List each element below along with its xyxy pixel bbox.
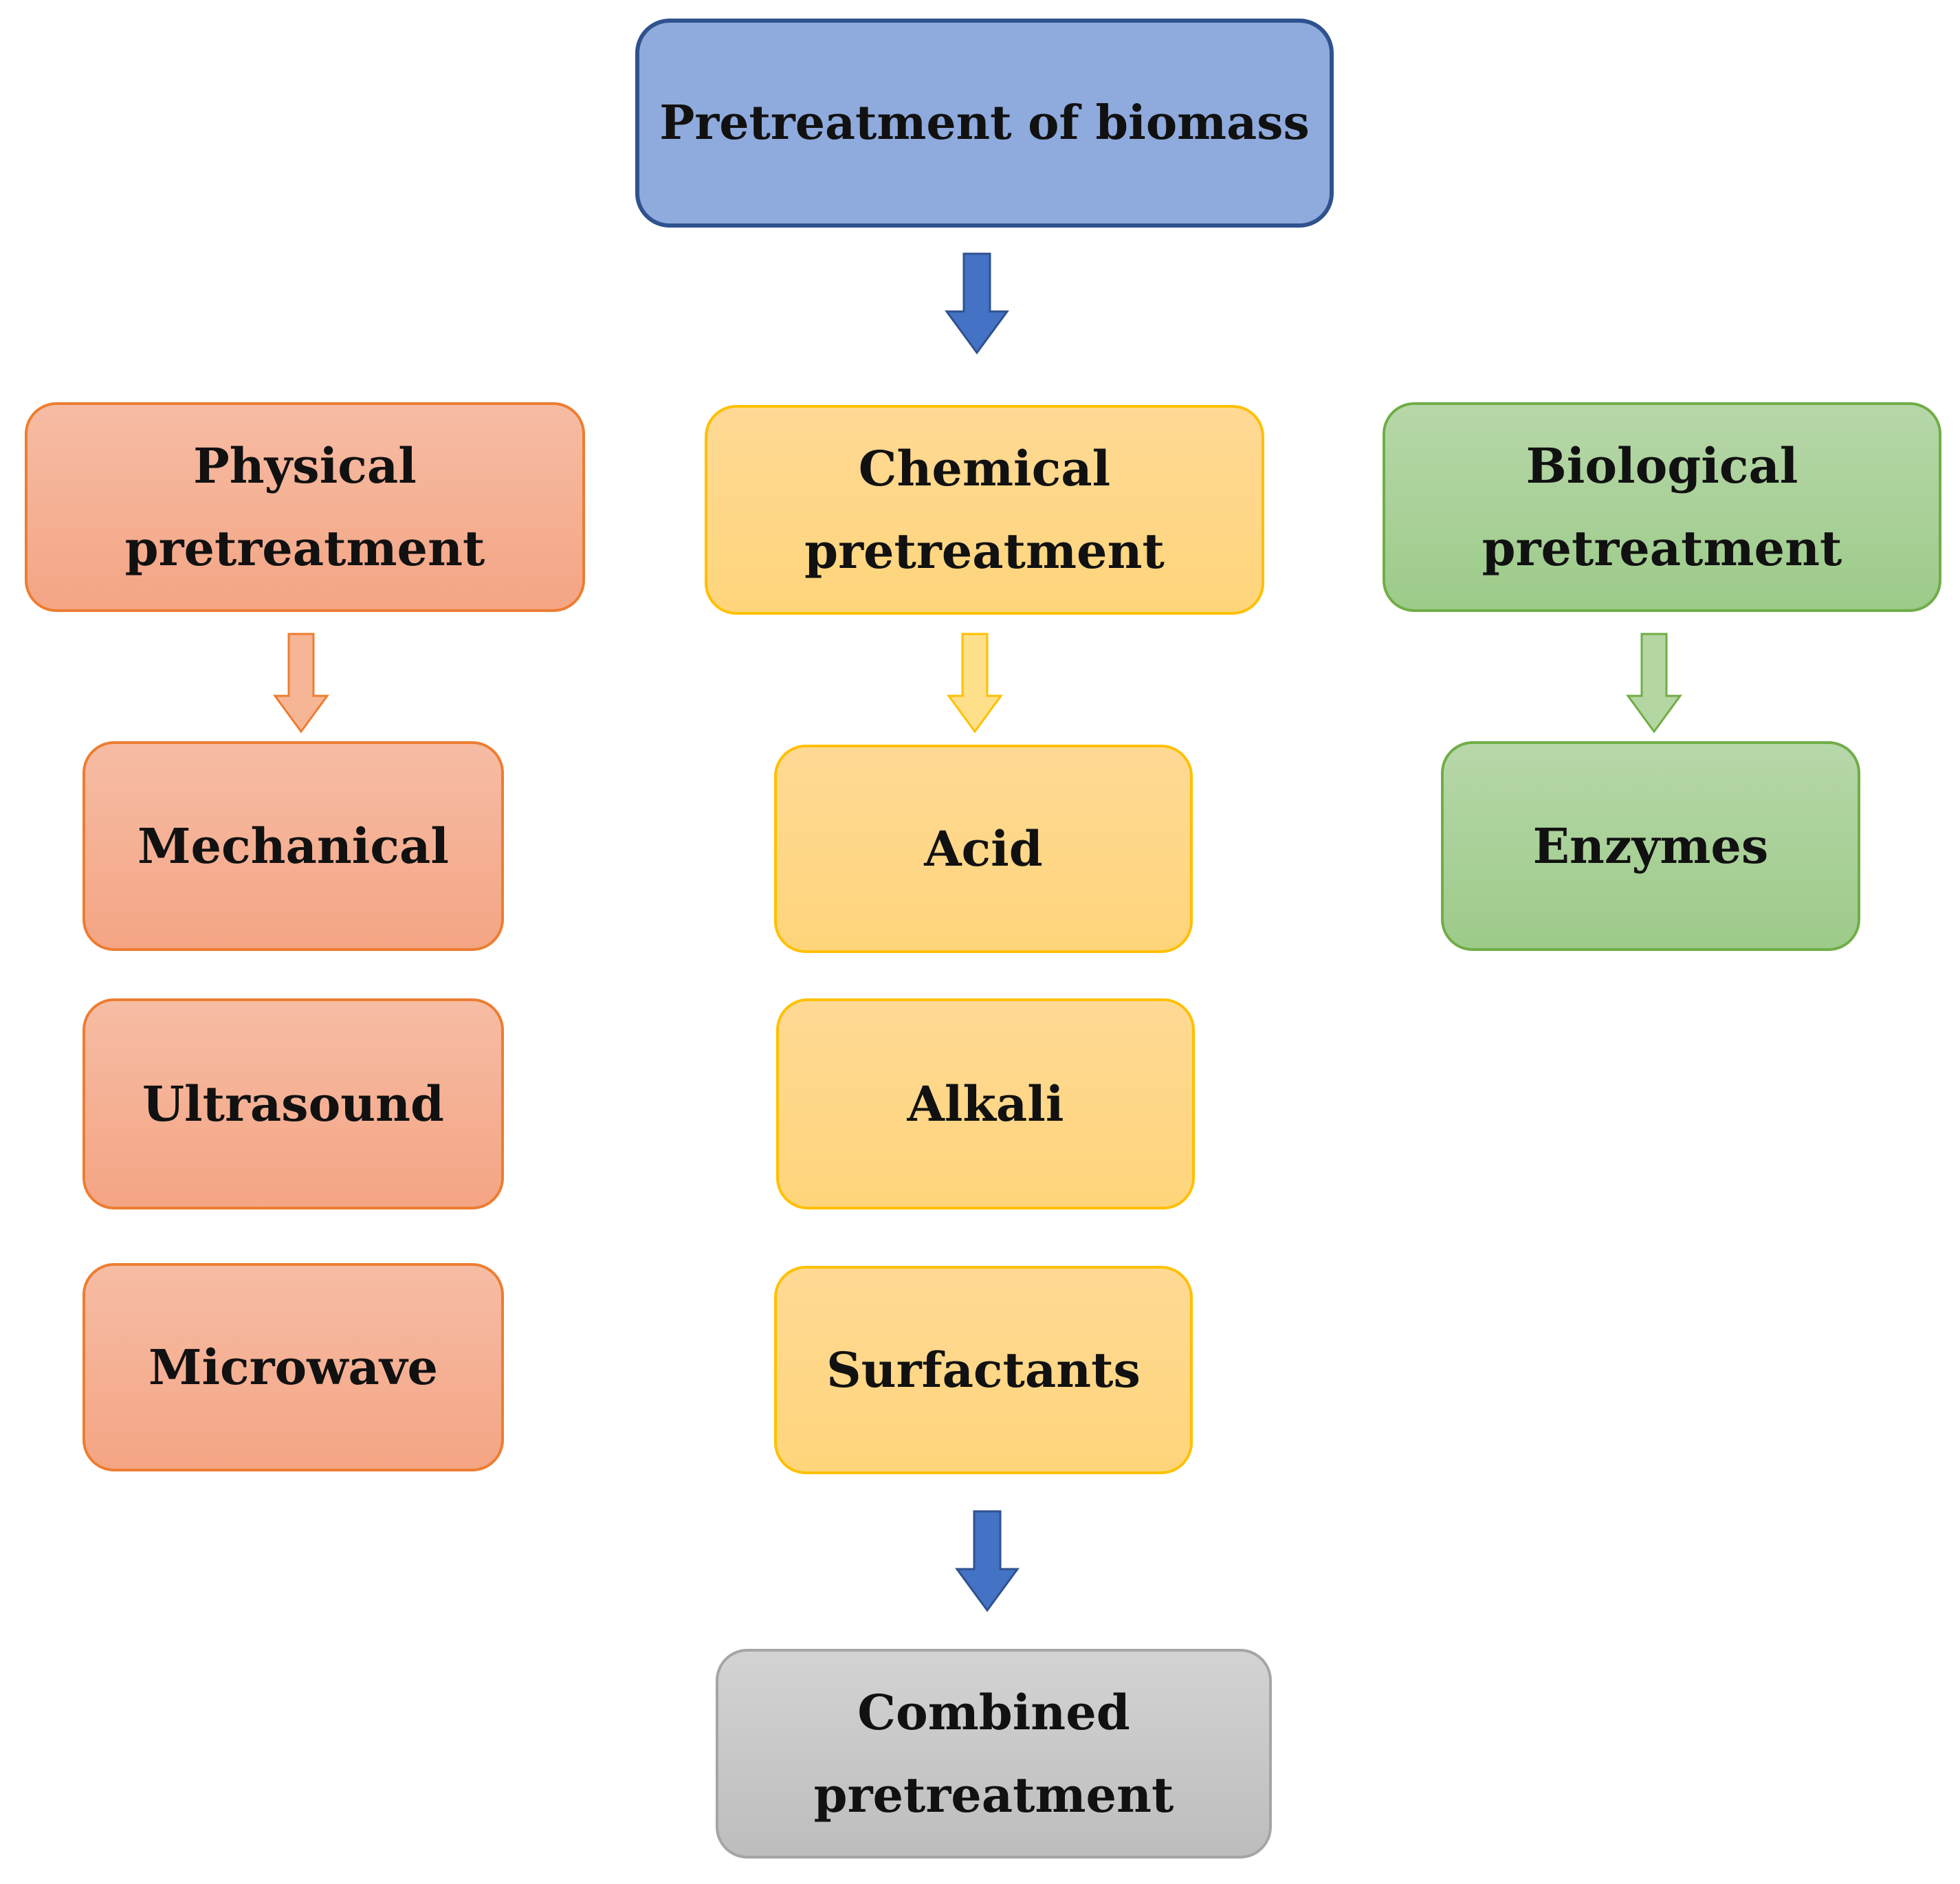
method-alkali: Alkali bbox=[776, 998, 1195, 1209]
category-biological-label-line1: Biological bbox=[1526, 437, 1798, 494]
method-ultrasound-label: Ultrasound bbox=[142, 1075, 445, 1132]
method-mechanical: Mechanical bbox=[82, 741, 504, 951]
category-chemical-label-line1: Chemical bbox=[858, 439, 1111, 497]
arrow-to-combined bbox=[955, 1510, 1020, 1612]
arrow-biological-to-methods bbox=[1626, 633, 1682, 734]
method-acid-label: Acid bbox=[924, 820, 1043, 877]
combined-label-line1: Combined bbox=[857, 1683, 1130, 1741]
category-physical-label-line1: Physical bbox=[193, 437, 417, 494]
category-physical-pretreatment: Physical pretreatment bbox=[25, 402, 585, 612]
category-biological-pretreatment: Biological pretreatment bbox=[1383, 402, 1941, 612]
combined-pretreatment: Combined pretreatment bbox=[716, 1649, 1272, 1859]
root-node-label: Pretreatment of biomass bbox=[659, 96, 1310, 151]
category-chemical-pretreatment: Chemical pretreatment bbox=[705, 405, 1264, 615]
method-enzymes-label: Enzymes bbox=[1532, 817, 1769, 875]
method-surfactants-label: Surfactants bbox=[826, 1341, 1141, 1399]
arrow-root-to-categories bbox=[945, 252, 1009, 355]
category-biological-label-line2: pretreatment bbox=[1482, 519, 1842, 577]
root-node-pretreatment-of-biomass: Pretreatment of biomass bbox=[635, 19, 1334, 228]
category-chemical-label-line2: pretreatment bbox=[804, 522, 1165, 580]
combined-label-line2: pretreatment bbox=[813, 1766, 1174, 1823]
method-acid: Acid bbox=[774, 745, 1193, 953]
category-physical-label-line2: pretreatment bbox=[124, 519, 485, 577]
method-ultrasound: Ultrasound bbox=[82, 998, 504, 1209]
method-enzymes: Enzymes bbox=[1441, 741, 1860, 951]
method-microwave: Microwave bbox=[82, 1263, 504, 1471]
method-surfactants: Surfactants bbox=[774, 1266, 1193, 1474]
method-alkali-label: Alkali bbox=[907, 1075, 1064, 1132]
arrow-chemical-to-methods bbox=[947, 633, 1003, 734]
arrow-physical-to-methods bbox=[273, 633, 329, 734]
method-mechanical-label: Mechanical bbox=[137, 817, 449, 875]
method-microwave-label: Microwave bbox=[148, 1338, 439, 1396]
